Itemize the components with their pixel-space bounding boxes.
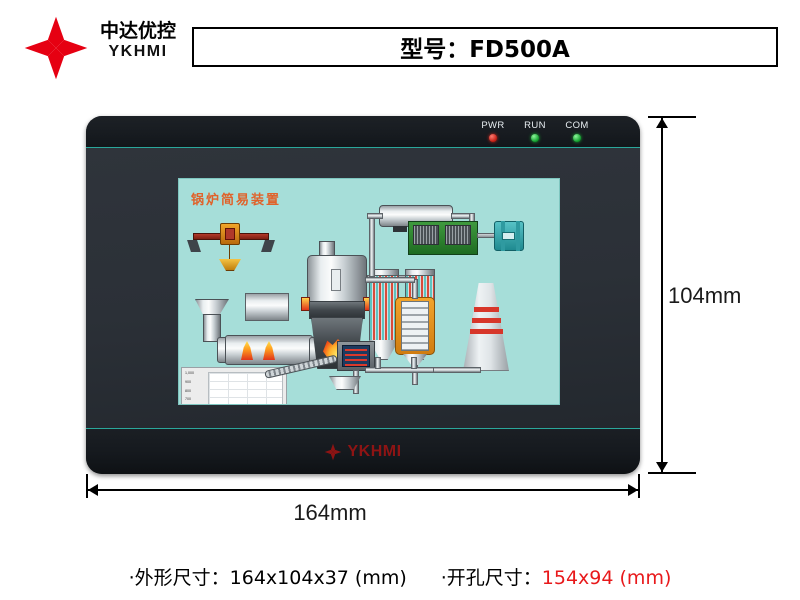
trend-y-label-2: 800 — [185, 389, 191, 393]
spec-cutout-label: ·开孔尺寸： — [440, 566, 542, 589]
led-dot-pwr — [489, 134, 497, 142]
dim-width-arrow-right — [628, 484, 638, 496]
trend-y-label-3: 700 — [185, 397, 191, 401]
pipe-condenser-down — [369, 215, 375, 277]
device-brand-logo: YKHMI — [324, 443, 401, 461]
brand-wordmark: 中达优控 YKHMI — [92, 20, 184, 61]
led-dot-run — [531, 134, 539, 142]
dim-height-tick-top — [648, 116, 696, 118]
crane-leg-left — [187, 240, 201, 252]
dim-width-arrow-left — [88, 484, 98, 496]
pipe-tank-inlet — [412, 279, 418, 299]
meter-bar-3 — [345, 359, 367, 361]
led-indicator-pwr: PWR — [476, 120, 510, 142]
brand-name-en: YKHMI — [108, 42, 168, 60]
led-indicator-run: RUN — [518, 120, 552, 142]
brand-name-cn: 中达优控 — [99, 20, 176, 42]
status-led-group: PWR RUN COM — [476, 120, 594, 142]
device-brand-text: YKHMI — [347, 442, 402, 460]
meter-bar-4 — [345, 364, 367, 366]
device-bottom-bezel: YKHMI — [86, 428, 640, 474]
chimney-band-3 — [470, 329, 503, 334]
pipe-col1-down — [375, 357, 381, 369]
storage-tank — [245, 293, 289, 321]
spec-footer: ·外形尺寸：164x104x37 (mm) ·开孔尺寸：154x94 (mm) — [0, 556, 800, 596]
trend-plot-area — [208, 372, 283, 404]
hmi-screen[interactable]: 锅炉简易装置 1,000 900 800 — [178, 178, 560, 405]
four-petal-diamond-icon — [24, 16, 88, 80]
led-label-pwr: PWR — [481, 120, 505, 131]
crane-leg-right — [261, 240, 275, 252]
boiler-midsection — [309, 301, 365, 319]
pipe-col2-down — [411, 357, 417, 369]
meter-bar-2 — [345, 354, 367, 356]
trend-y-label-0: 1,000 — [185, 371, 194, 375]
crane-grab-bucket — [219, 259, 241, 271]
page-header: 中达优控 YKHMI 型号：FD500A — [0, 0, 800, 92]
dim-height-arrow-down — [656, 462, 668, 472]
motor-drum-1 — [413, 225, 439, 245]
dim-width-tick-left — [86, 474, 88, 498]
spec-cutout-value: 154x94 (mm) — [541, 566, 672, 589]
dim-height-label: 104mm — [668, 283, 742, 308]
led-label-run: RUN — [524, 120, 546, 131]
pipe-to-chimney — [433, 367, 481, 373]
trend-y-label-1: 900 — [185, 380, 191, 384]
motor-shaft — [477, 233, 495, 238]
boiler-sight-glass — [331, 269, 341, 291]
chimney-band-1 — [474, 307, 499, 312]
crane-cable — [229, 245, 230, 261]
condenser-foot-left — [393, 226, 407, 232]
motor-drum-2 — [445, 225, 471, 245]
spec-outline-value: 164x104x37 (mm) — [229, 566, 407, 589]
spec-outline-label: ·外形尺寸： — [128, 566, 230, 589]
chimney-stack — [463, 283, 509, 371]
buffer-tank-body — [401, 301, 429, 351]
pipe-column-to-tank — [365, 277, 415, 283]
four-petal-diamond-icon — [325, 443, 342, 460]
dim-height-arrow-up — [656, 118, 668, 128]
led-label-com: COM — [565, 120, 589, 131]
model-title: 型号：FD500A — [400, 37, 570, 63]
meter-bar-1 — [345, 349, 367, 351]
dim-width-label: 164mm — [293, 500, 367, 525]
dim-height-tick-bottom — [648, 472, 696, 474]
dim-width-tick-right — [638, 474, 640, 498]
screen-title: 锅炉简易装置 — [191, 193, 282, 208]
fan-blade-2 — [516, 221, 520, 251]
trend-chart[interactable]: 1,000 900 800 700 600 05:50 05:52 05:54 … — [181, 367, 287, 404]
device-top-bezel: PWR RUN COM — [86, 116, 640, 148]
meter-display — [342, 345, 370, 367]
model-title-box: 型号：FD500A — [192, 27, 778, 67]
feed-hopper — [195, 299, 229, 315]
fan-hub — [502, 232, 515, 240]
spec-cutout-dimensions: ·开孔尺寸：154x94 (mm) — [441, 563, 672, 590]
dim-height-line — [661, 118, 663, 472]
led-dot-com — [573, 134, 581, 142]
dim-width-line — [88, 489, 638, 491]
hmi-device: PWR RUN COM 锅炉简易装置 — [86, 116, 640, 474]
chimney-band-2 — [472, 318, 501, 323]
feed-hopper-neck — [203, 314, 221, 342]
pipe-condenser-in — [367, 213, 383, 219]
crane-cabin — [225, 228, 235, 240]
led-indicator-com: COM — [560, 120, 594, 142]
spec-outline-dimensions: ·外形尺寸：164x104x37 (mm) — [129, 563, 407, 590]
